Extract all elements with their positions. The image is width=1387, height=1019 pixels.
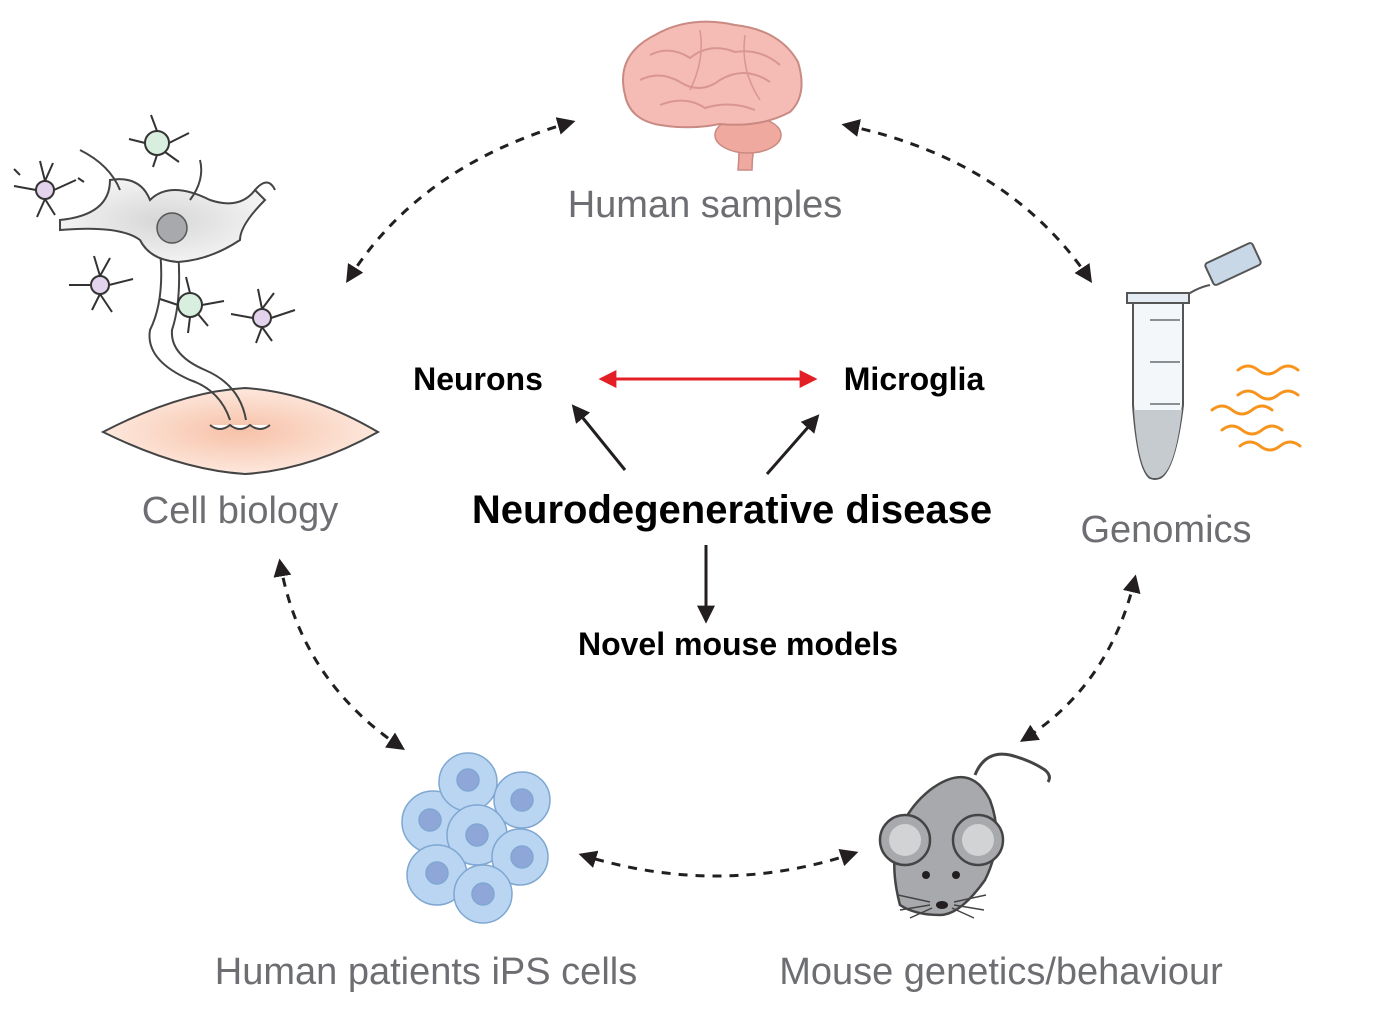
label-ips-cells: Human patients iPS cells bbox=[215, 951, 637, 993]
ips-cells-icon bbox=[401, 752, 551, 924]
label-genomics: Genomics bbox=[1080, 509, 1251, 551]
arrow-cellbio-human bbox=[346, 117, 576, 284]
arrow-disease-neurons bbox=[571, 404, 627, 471]
cycle-arrows bbox=[273, 117, 1141, 878]
label-novel-mouse-models: Novel mouse models bbox=[578, 626, 898, 662]
brain-icon bbox=[622, 20, 803, 171]
arrow-human-genomics bbox=[841, 119, 1092, 283]
label-mouse-genetics: Mouse genetics/behaviour bbox=[779, 951, 1223, 993]
label-cell-biology: Cell biology bbox=[142, 490, 338, 532]
tube-icon bbox=[1126, 242, 1302, 480]
label-human-samples: Human samples bbox=[568, 184, 843, 226]
label-microglia: Microglia bbox=[844, 361, 985, 397]
label-neurodegenerative-disease: Neurodegenerative disease bbox=[472, 488, 992, 532]
neuron-icon bbox=[13, 114, 381, 476]
arrow-ips-cellbio bbox=[273, 558, 405, 750]
label-neurons: Neurons bbox=[413, 361, 543, 397]
mouse-icon bbox=[878, 752, 1051, 919]
arrow-mouse-ips bbox=[578, 849, 859, 878]
arrow-genomics-mouse bbox=[1019, 574, 1141, 742]
center-arrows bbox=[571, 370, 820, 624]
arrow-disease-microglia bbox=[765, 414, 820, 475]
